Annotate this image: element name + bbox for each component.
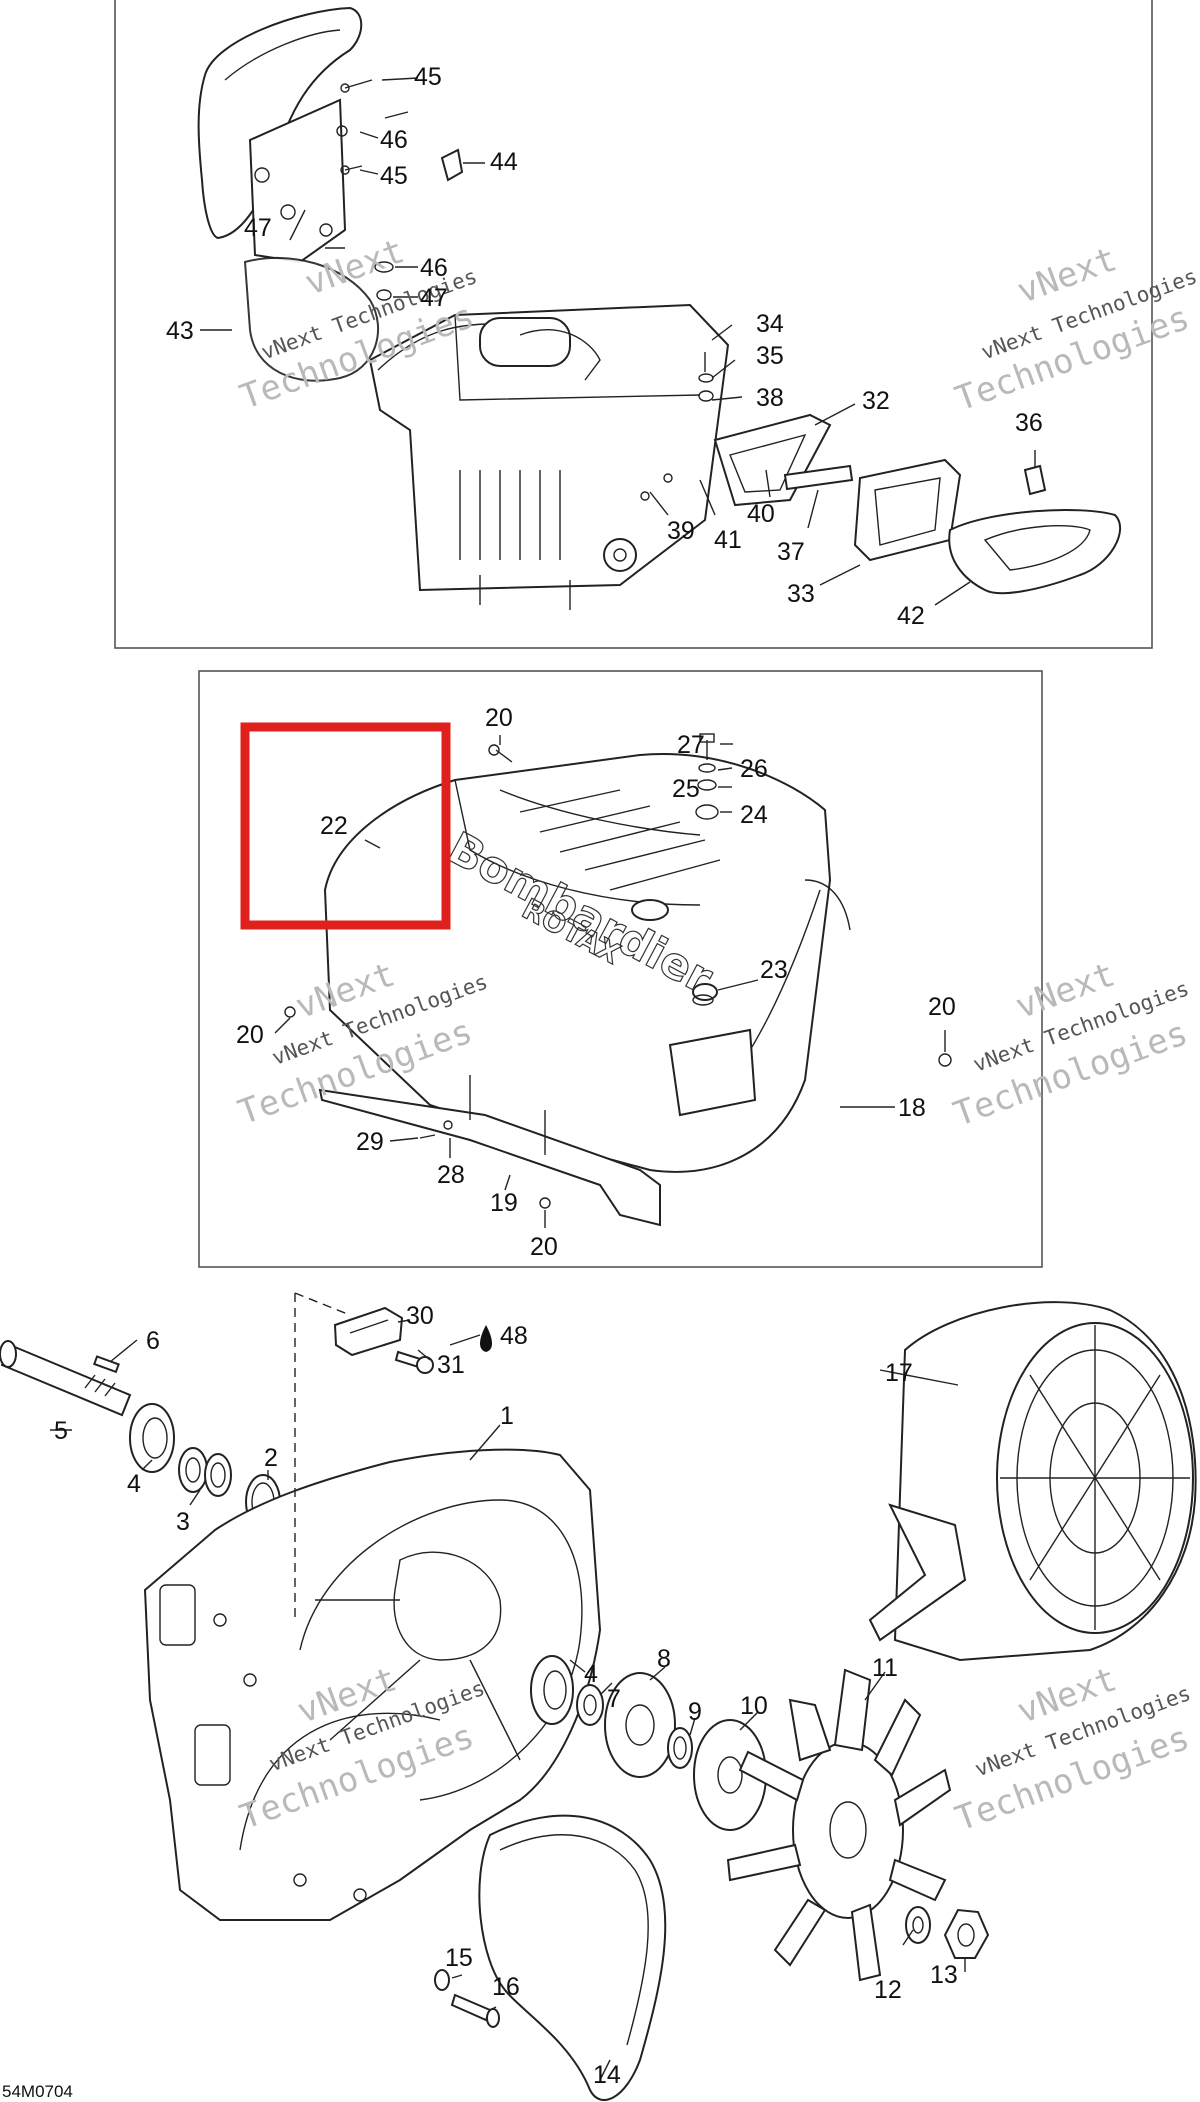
callout-20: 20 (928, 993, 956, 1021)
bearing-4-rear (530, 1655, 574, 1725)
callout-45: 45 (414, 63, 442, 91)
callout-43: 43 (166, 317, 194, 345)
callout-17: 17 (885, 1359, 913, 1387)
callout-41: 41 (714, 526, 742, 554)
callout-10: 10 (740, 1692, 768, 1720)
duct-seal-33 (853, 458, 962, 562)
callout-24: 24 (740, 801, 768, 829)
washer-12 (905, 1906, 931, 1944)
callout-8: 8 (657, 1645, 671, 1673)
watermark-top-right: vNext vNext Technologies Technologies (950, 239, 1200, 419)
callout-16: 16 (492, 1973, 520, 2001)
callout-39: 39 (667, 517, 695, 545)
highlight-box-22 (240, 722, 451, 930)
drive-belt-14 (478, 1814, 667, 2101)
callout-36: 36 (1015, 409, 1043, 437)
diagram-code: 54M0704 (2, 2082, 73, 2101)
callout-1: 1 (500, 1402, 514, 1430)
callout-42: 42 (897, 602, 925, 630)
pulley-shaft-5 (0, 1340, 132, 1417)
callout-31: 31 (437, 1351, 465, 1379)
callout-32: 32 (862, 387, 890, 415)
callout-30: 30 (406, 1302, 434, 1330)
callout-12: 12 (874, 1976, 902, 2004)
fan-housing-1 (143, 1448, 602, 1921)
assembly-dash-line-top (294, 1292, 351, 1316)
top-leader-lines (200, 77, 1036, 606)
callout-4: 4 (127, 1470, 141, 1498)
callout-19: 19 (490, 1189, 518, 1217)
bolt-16 (450, 1993, 500, 2028)
fan-11 (726, 1668, 952, 1982)
clamp-30 (333, 1306, 404, 1357)
callout-28: 28 (437, 1161, 465, 1189)
callout-45: 45 (380, 162, 408, 190)
watermark-mid-right: vNext vNext Technologies Technologies (948, 955, 1193, 1135)
callout-46: 46 (380, 126, 408, 154)
callout-14: 14 (593, 2061, 621, 2089)
callout-13: 13 (930, 1961, 958, 1989)
bottom-leader-lines (50, 1319, 966, 2081)
callout-2: 2 (264, 1444, 278, 1472)
washer-15 (434, 1969, 450, 1991)
callout-20: 20 (236, 1021, 264, 1049)
callout-20: 20 (485, 704, 513, 732)
callout-23: 23 (760, 956, 788, 984)
callout-38: 38 (756, 384, 784, 412)
shim-9 (667, 1727, 693, 1769)
top-fasteners (336, 79, 714, 501)
callout-11: 11 (872, 1654, 898, 1682)
callout-47: 47 (420, 284, 448, 312)
callout-34: 34 (756, 310, 784, 338)
callout-9: 9 (688, 1698, 702, 1726)
bracket-plate-43 (243, 256, 379, 382)
callout-18: 18 (898, 1094, 926, 1122)
callout-20: 20 (530, 1233, 558, 1261)
engine-block (368, 303, 730, 610)
callout-7: 7 (607, 1685, 621, 1713)
callout-22: 22 (320, 812, 348, 840)
spacer-7 (576, 1684, 604, 1726)
clip-36 (1023, 464, 1047, 496)
callout-35: 35 (756, 342, 784, 370)
top-panel-frame (114, 0, 1153, 649)
callout-15: 15 (445, 1944, 473, 1972)
callout-25: 25 (672, 775, 700, 803)
callout-labels: 45 46 45 44 47 46 47 43 34 35 38 32 36 4… (54, 63, 1043, 2089)
fan-shroud-17 (868, 1301, 1197, 1662)
middle-leader-lines (274, 735, 946, 1228)
duct-cover-42 (948, 509, 1121, 595)
middle-fasteners (284, 733, 952, 1209)
callout-29: 29 (356, 1128, 384, 1156)
callout-47: 47 (244, 214, 272, 242)
screw-31 (394, 1350, 434, 1374)
engine-cover-18 (323, 753, 851, 1173)
callout-4: 4 (584, 1660, 598, 1688)
spacers-3 (178, 1447, 232, 1497)
middle-panel-frame (198, 670, 1043, 1268)
foam-strip-37 (783, 464, 854, 491)
adhesive-drop-48 (480, 1325, 492, 1352)
callout-27: 27 (677, 731, 705, 759)
clip-44 (440, 148, 464, 182)
callout-3: 3 (176, 1508, 190, 1536)
callout-26: 26 (740, 755, 768, 783)
bearing-4-front (129, 1403, 175, 1473)
callout-5: 5 (54, 1417, 68, 1445)
callout-46: 46 (420, 254, 448, 282)
callout-48: 48 (500, 1322, 528, 1350)
callout-40: 40 (747, 500, 775, 528)
support-rail-19 (318, 1075, 661, 1227)
watermark-bottom-right: vNext vNext Technologies Technologies (950, 1659, 1195, 1839)
air-duct-32 (713, 413, 832, 507)
nut-13 (943, 1908, 990, 1959)
callout-6: 6 (146, 1327, 160, 1355)
pulley-half-8 (604, 1672, 676, 1778)
callout-37: 37 (777, 538, 805, 566)
callout-33: 33 (787, 580, 815, 608)
seat-back-bracket (197, 6, 363, 264)
callout-44: 44 (490, 148, 518, 176)
